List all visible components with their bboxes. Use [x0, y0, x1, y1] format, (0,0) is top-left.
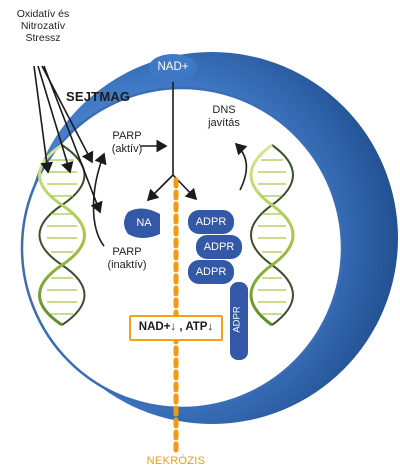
adpr-label-1: ADPR — [195, 216, 227, 228]
dna-helix-right — [249, 143, 295, 327]
nad-top-oval — [149, 54, 197, 80]
adpr-label-vertical: ADPR — [231, 306, 243, 333]
stress-label: Oxidatív és Nitrozatív Stressz — [16, 8, 70, 45]
parp-active-label: PARP (aktív) — [111, 130, 143, 155]
dna-helix-left — [38, 143, 86, 327]
pathway-lines — [92, 82, 248, 247]
adpr-label-3: ADPR — [195, 266, 227, 278]
nucleus-disk — [20, 86, 344, 410]
na-shape — [124, 208, 160, 238]
stress-arrows — [33, 65, 103, 214]
na-label: NA — [136, 217, 152, 229]
parp-inactive-label: PARP (inaktív) — [107, 246, 147, 271]
adpr-pill-vertical — [230, 282, 248, 360]
adpr-pill-1 — [188, 210, 234, 234]
nucleus-title: SEJTMAG — [66, 89, 131, 104]
adpr-pill-2 — [196, 235, 242, 259]
nad-atp-box: NAD+↓ , ATP↓ — [129, 315, 223, 341]
necrosis-label: NEKRÓZIS — [146, 455, 206, 467]
nad-top-label: NAD+ — [157, 61, 189, 73]
adpr-label-2: ADPR — [203, 241, 235, 253]
dns-repair-label: DNS javítás — [208, 104, 240, 129]
adpr-pill-3 — [188, 260, 234, 284]
